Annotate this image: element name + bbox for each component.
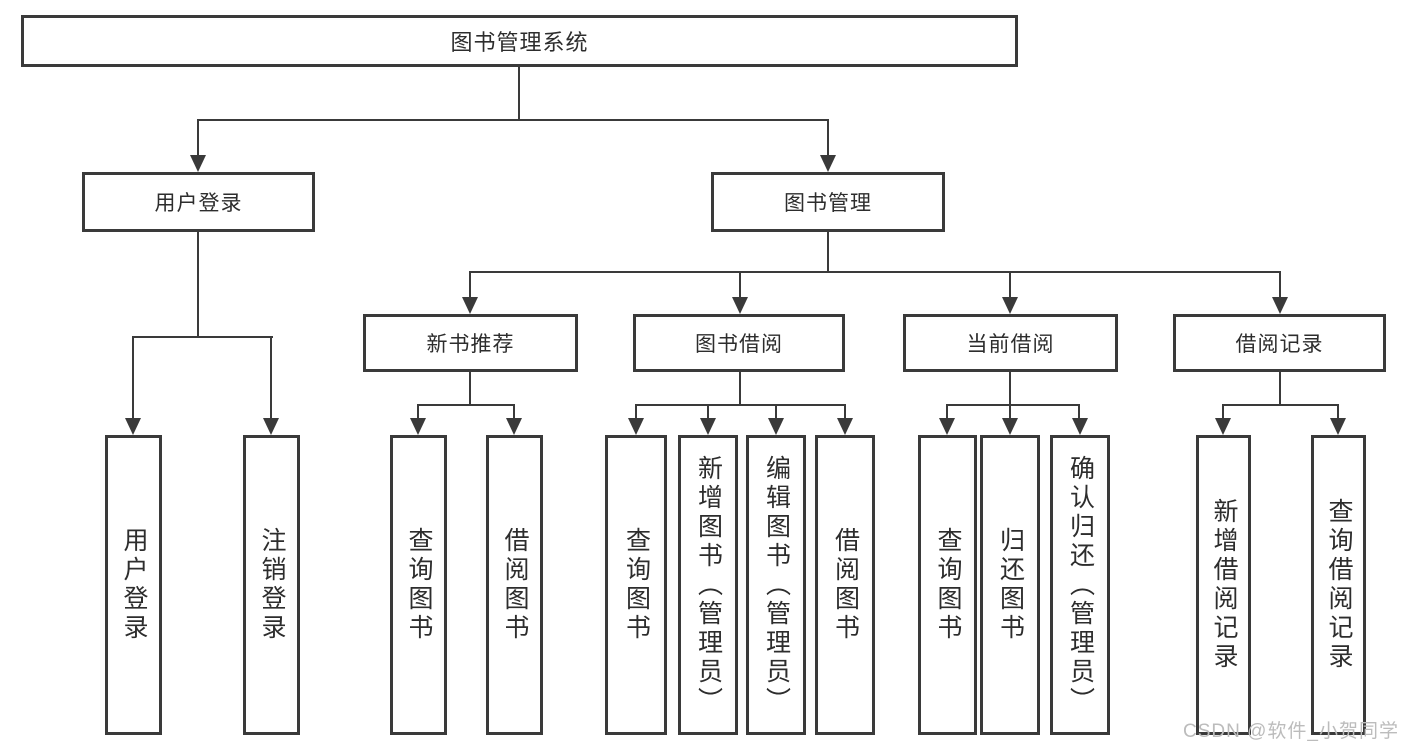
- watermark: CSDN @软件_小贺同学: [1183, 721, 1399, 742]
- node-label-leaf-cb-confirm-return: 确认归还（管理员）: [1066, 454, 1095, 716]
- arrowhead-down-icon: [462, 297, 478, 314]
- connector-line-vertical: [197, 232, 199, 338]
- connector-line-horizontal: [635, 404, 846, 406]
- node-label-leaf-bb-borrow-book: 借阅图书: [831, 527, 860, 643]
- node-label-leaf-cb-query-book: 查询图书: [934, 527, 962, 643]
- node-leaf-rec-borrow-book: 借阅图书: [486, 435, 543, 735]
- arrowhead-down-icon: [263, 418, 279, 435]
- node-label-leaf-br-query-record: 查询借阅记录: [1325, 498, 1353, 672]
- connector-line-vertical: [469, 271, 471, 299]
- node-label-leaf-logout: 注销登录: [258, 527, 286, 643]
- connector-line-vertical: [417, 404, 419, 420]
- node-label-current-borrow: 当前借阅: [966, 333, 1055, 356]
- node-leaf-br-query-record: 查询借阅记录: [1311, 435, 1366, 735]
- node-label-book-mgmt: 图书管理: [784, 192, 872, 215]
- node-book-mgmt: 图书管理: [711, 172, 945, 232]
- connector-line-vertical: [707, 404, 709, 420]
- arrowhead-down-icon: [1002, 297, 1018, 314]
- node-label-book-borrow: 图书借阅: [695, 333, 783, 356]
- arrowhead-down-icon: [410, 418, 426, 435]
- node-label-user-login: 用户登录: [154, 192, 243, 215]
- node-label-leaf-bb-add-book: 新增图书（管理员）: [694, 454, 723, 716]
- connector-line-vertical: [1222, 404, 1224, 420]
- arrowhead-down-icon: [768, 418, 784, 435]
- node-label-leaf-cb-return-book: 归还图书: [996, 527, 1025, 643]
- node-label-root: 图书管理系统: [450, 30, 589, 55]
- node-label-new-book-rec: 新书推荐: [426, 333, 515, 356]
- connector-line-vertical: [469, 372, 471, 406]
- node-leaf-logout: 注销登录: [243, 435, 300, 735]
- connector-line-vertical: [132, 336, 134, 420]
- arrowhead-down-icon: [939, 418, 955, 435]
- connector-line-horizontal: [197, 119, 829, 121]
- node-book-borrow: 图书借阅: [633, 314, 845, 372]
- node-label-leaf-bb-query-book: 查询图书: [622, 527, 651, 643]
- connector-line-vertical: [1337, 404, 1339, 420]
- connector-line-vertical: [1009, 372, 1011, 406]
- connector-line-vertical: [1009, 404, 1011, 420]
- node-user-login: 用户登录: [82, 172, 315, 232]
- node-leaf-bb-edit-book: 编辑图书（管理员）: [746, 435, 806, 735]
- arrowhead-down-icon: [700, 418, 716, 435]
- node-leaf-br-add-record: 新增借阅记录: [1196, 435, 1251, 735]
- connector-line-vertical: [844, 404, 846, 420]
- connector-line-vertical: [513, 404, 515, 420]
- node-label-leaf-user-login: 用户登录: [120, 527, 148, 643]
- node-leaf-bb-query-book: 查询图书: [605, 435, 667, 735]
- connector-line-vertical: [1078, 404, 1080, 420]
- connector-line-vertical: [635, 404, 637, 420]
- arrowhead-down-icon: [125, 418, 141, 435]
- arrowhead-down-icon: [1330, 418, 1346, 435]
- connector-line-vertical: [775, 404, 777, 420]
- node-label-leaf-rec-query-book: 查询图书: [405, 527, 433, 643]
- node-current-borrow: 当前借阅: [903, 314, 1118, 372]
- connector-line-vertical: [1009, 271, 1011, 299]
- node-label-leaf-br-add-record: 新增借阅记录: [1210, 498, 1238, 672]
- node-leaf-user-login: 用户登录: [105, 435, 162, 735]
- arrowhead-down-icon: [628, 418, 644, 435]
- connector-line-vertical: [739, 372, 741, 406]
- node-root: 图书管理系统: [21, 15, 1018, 67]
- arrowhead-down-icon: [506, 418, 522, 435]
- connector-line-vertical: [946, 404, 948, 420]
- arrowhead-down-icon: [820, 155, 836, 172]
- node-leaf-bb-add-book: 新增图书（管理员）: [678, 435, 738, 735]
- connector-line-horizontal: [132, 336, 273, 338]
- connector-line-vertical: [739, 271, 741, 299]
- node-borrow-records: 借阅记录: [1173, 314, 1386, 372]
- connector-line-horizontal: [946, 404, 1080, 406]
- arrowhead-down-icon: [1002, 418, 1018, 435]
- connector-line-horizontal: [469, 271, 1281, 273]
- connector-line-vertical: [827, 232, 829, 273]
- node-new-book-rec: 新书推荐: [363, 314, 578, 372]
- connector-line-vertical: [518, 67, 520, 120]
- node-leaf-cb-return-book: 归还图书: [980, 435, 1040, 735]
- node-label-leaf-bb-edit-book: 编辑图书（管理员）: [762, 454, 791, 716]
- arrowhead-down-icon: [837, 418, 853, 435]
- node-leaf-cb-query-book: 查询图书: [918, 435, 977, 735]
- connector-line-horizontal: [1222, 404, 1339, 406]
- connector-line-vertical: [197, 119, 199, 157]
- arrowhead-down-icon: [1072, 418, 1088, 435]
- connector-line-vertical: [827, 119, 829, 157]
- node-label-borrow-records: 借阅记录: [1235, 333, 1324, 356]
- connector-line-vertical: [1279, 271, 1281, 299]
- node-leaf-rec-query-book: 查询图书: [390, 435, 447, 735]
- node-leaf-cb-confirm-return: 确认归还（管理员）: [1050, 435, 1110, 735]
- arrowhead-down-icon: [1272, 297, 1288, 314]
- node-label-leaf-rec-borrow-book: 借阅图书: [501, 527, 529, 643]
- connector-line-vertical: [1279, 372, 1281, 406]
- node-leaf-bb-borrow-book: 借阅图书: [815, 435, 875, 735]
- connector-line-horizontal: [417, 404, 515, 406]
- arrowhead-down-icon: [190, 155, 206, 172]
- connector-line-vertical: [270, 336, 272, 420]
- arrowhead-down-icon: [1215, 418, 1231, 435]
- arrowhead-down-icon: [732, 297, 748, 314]
